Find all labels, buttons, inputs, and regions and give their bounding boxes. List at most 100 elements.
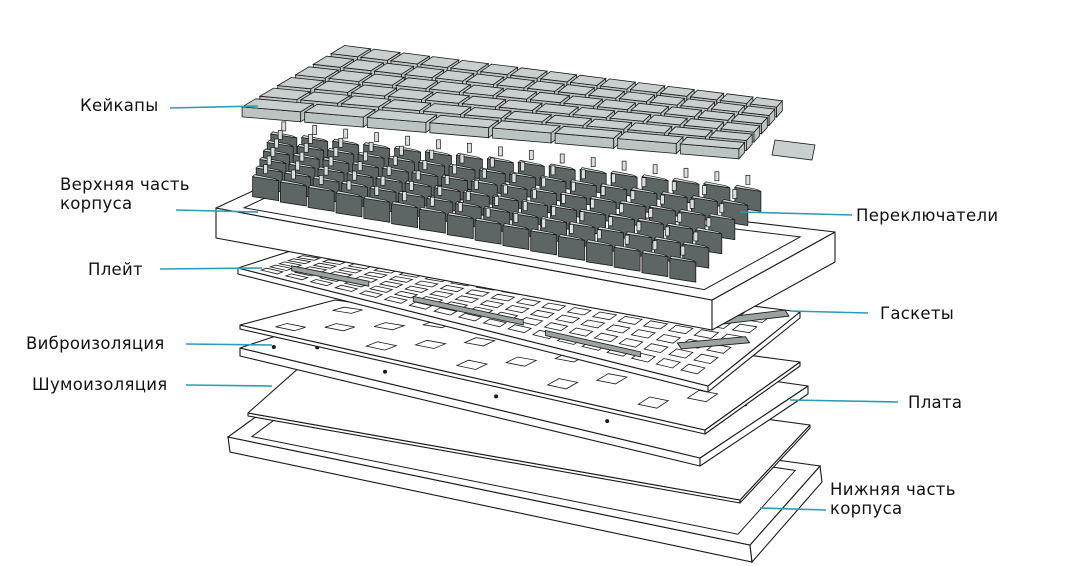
switch-stem — [677, 212, 683, 223]
keycap-top — [697, 110, 736, 121]
switch-stem — [571, 181, 576, 192]
switch-stem — [357, 161, 363, 171]
switch-stem — [513, 213, 519, 223]
plate-switch-cutout — [439, 284, 465, 293]
label-vibration-damping: Виброизоляция — [26, 334, 165, 353]
vibration-cutout — [686, 389, 719, 403]
switch-stem — [732, 189, 738, 199]
plate-switch-cutout — [680, 363, 706, 375]
switch-top — [641, 250, 669, 258]
plate-switch-cutout — [693, 329, 720, 339]
plate-switch-cutout — [353, 275, 379, 283]
switch-stem — [485, 207, 491, 218]
switch-stem — [281, 121, 287, 132]
plate-switch-cutout — [643, 343, 669, 354]
switch-stem — [590, 157, 596, 167]
switch-top — [266, 140, 294, 147]
switch-top — [548, 163, 576, 171]
switch-top — [569, 179, 597, 187]
leader-line — [789, 399, 899, 403]
switch-stem — [405, 135, 410, 146]
keycap-top — [294, 66, 340, 79]
switch-top — [708, 213, 735, 221]
switch-stem — [630, 190, 636, 201]
plate-switch-cutout — [312, 262, 338, 269]
switch-stem — [444, 175, 450, 185]
pcb-screw-hole — [271, 345, 276, 349]
plate-switch-cutout — [286, 258, 312, 265]
plate-switch-cutout — [580, 319, 606, 329]
keycap-top — [535, 103, 580, 115]
leader-lines — [159, 105, 899, 511]
switch-top — [610, 170, 638, 178]
keycap-top — [449, 59, 490, 72]
switch-stem — [343, 128, 349, 139]
plate-switch-cutout — [490, 293, 516, 302]
switch-stem — [352, 170, 357, 181]
keycap-top — [313, 80, 362, 93]
switch-stem — [541, 218, 547, 229]
switch-stem — [689, 199, 695, 209]
switch-stem — [580, 169, 586, 180]
vibration-cutout — [504, 356, 538, 367]
switch-stem — [608, 216, 613, 227]
plate-switch-cutout — [529, 309, 555, 319]
plate-switch-cutout — [482, 318, 508, 328]
switch-stem — [303, 142, 309, 153]
switch-top — [695, 227, 722, 235]
switch-stem — [386, 165, 392, 176]
keycap-top — [389, 52, 431, 65]
plate-switch-cutout — [541, 302, 567, 311]
plate-switch-cutout — [668, 348, 694, 359]
plate-switch-cutout — [693, 353, 719, 365]
switch-top — [636, 218, 664, 225]
switch-top — [619, 200, 646, 208]
plate-switch-cutout — [433, 307, 458, 316]
pcb-screw-hole — [383, 369, 387, 374]
switch-stem — [702, 185, 707, 195]
plate-switch-cutout — [507, 324, 533, 334]
keycap-top — [361, 73, 406, 86]
switch-stem — [308, 134, 313, 144]
switch-stem — [392, 155, 398, 166]
switch-stem — [611, 173, 616, 184]
keycap-top — [554, 125, 623, 139]
switch-stem — [277, 130, 283, 140]
switch-stem — [664, 226, 670, 237]
switch-top — [390, 201, 418, 209]
label-bottom-case: Нижняя часть корпуса — [830, 480, 956, 518]
vibration-cutout — [324, 323, 355, 332]
keycap-top — [419, 56, 460, 69]
leader-line — [185, 343, 273, 346]
switch-stem — [291, 169, 296, 180]
noise-damping-layer — [247, 357, 811, 504]
plate-switch-cutout — [403, 285, 429, 293]
plate-switch-cutout — [543, 322, 569, 332]
plate-switch-cutout — [393, 290, 419, 299]
label-switches: Переключатели — [856, 206, 999, 225]
switch-stem — [465, 191, 471, 201]
switch-stem — [624, 234, 630, 245]
keycap-top — [667, 126, 713, 138]
plate-switch-cutout — [259, 267, 285, 275]
keycap-top — [720, 121, 761, 133]
plate-switch-cutout — [618, 338, 644, 348]
keycap-top — [689, 89, 725, 101]
keycap-top — [299, 91, 352, 104]
keycap-top — [630, 102, 670, 114]
keycap-top — [629, 82, 666, 94]
plate-switch-cutout — [655, 358, 682, 369]
keycap-top — [539, 71, 578, 83]
keycap-top — [424, 92, 471, 104]
switch-top — [721, 199, 748, 206]
switch-stem — [374, 185, 380, 196]
vibration-cutout — [414, 339, 447, 349]
vibration-cutout — [546, 378, 579, 390]
switch-stem — [323, 165, 329, 176]
switch-top — [734, 185, 762, 192]
plate-switch-cutout — [605, 324, 631, 334]
switch-stem — [436, 139, 441, 150]
switch-top — [557, 234, 585, 241]
switch-stem — [671, 181, 677, 192]
keycap-top — [428, 114, 500, 129]
